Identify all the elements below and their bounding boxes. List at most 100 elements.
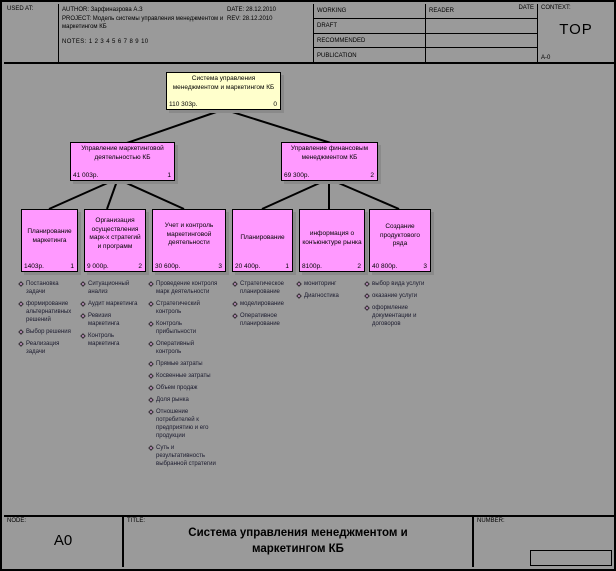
node-cost: 40 800р. [372, 263, 398, 270]
reader-date-label: DATE [518, 5, 534, 11]
status-working[interactable]: WORKING [314, 4, 425, 19]
list-item: Объем продаж [148, 384, 228, 392]
link-marketing-to-organization [106, 180, 118, 210]
reader-column: READER DATE [426, 4, 538, 62]
list-item: Выбор решения [18, 328, 76, 336]
bullets-product-line: выбор вида услуги оказание услуги оформл… [364, 280, 434, 332]
used-at-cell: USED AT: [4, 4, 59, 62]
notes-label: NOTES: [62, 38, 87, 45]
node-cost: 41 003р. [73, 172, 99, 179]
list-item: Прямые затраты [148, 360, 228, 368]
notes-value: 1 2 3 4 5 6 7 8 9 10 [88, 38, 149, 45]
node-number: 1 [70, 263, 74, 270]
author-label: AUTHOR: [62, 7, 89, 13]
link-marketing-to-control [121, 180, 185, 210]
link-root-to-marketing [123, 109, 223, 145]
node-number: 1 [285, 263, 289, 270]
node-cell: NODE: A0 [4, 517, 124, 567]
status-working-label: WORKING [317, 8, 347, 15]
node-cost: 9 000р. [87, 263, 109, 270]
list-item: оказание услуги [364, 292, 434, 300]
date-label: DATE: [227, 7, 245, 13]
context-code: A-0 [541, 55, 551, 61]
status-publication[interactable]: PUBLICATION [314, 48, 425, 62]
context-label: CONTEXT: [541, 5, 571, 11]
connector-lines [48, 109, 400, 210]
number-label: NUMBER: [477, 518, 505, 524]
node-finance-planning[interactable]: Планирование 20 400р. 1 [232, 209, 293, 272]
status-column: WORKING DRAFT RECOMMENDED PUBLICATION [314, 4, 426, 62]
list-item: Аудит маркетинга [80, 300, 144, 308]
status-recommended-label: RECOMMENDED [317, 37, 366, 44]
context-cell: CONTEXT: TOP A-0 [538, 4, 614, 62]
project-row: PROJECT: Модель системы управления менед… [62, 15, 310, 24]
list-item: Диагностика [296, 292, 358, 300]
link-marketing-to-planning [48, 180, 113, 210]
reader-row-4[interactable] [426, 48, 537, 62]
reader-row-3[interactable] [426, 34, 537, 49]
author-value: Зарфиназрова А.З [90, 7, 143, 13]
title-label: TITLE: [127, 518, 146, 524]
status-draft[interactable]: DRAFT [314, 19, 425, 34]
reader-row-2[interactable] [426, 19, 537, 34]
node-number: 0 [273, 101, 277, 108]
node-number: 2 [138, 263, 142, 270]
node-number: 3 [218, 263, 222, 270]
bullets-market-info: мониторинг Диагностика [296, 280, 358, 304]
link-finance-to-planning [261, 180, 325, 210]
list-item: Косвенные затраты [148, 372, 228, 380]
reader-header-row: READER DATE [426, 4, 537, 19]
link-finance-to-product [333, 180, 400, 210]
date-value: 28.12.2010 [245, 7, 276, 13]
title-cell: TITLE: Система управления менеджментом и… [124, 517, 474, 567]
project-label: PROJECT: [62, 15, 92, 22]
link-root-to-finance [225, 109, 335, 145]
number-box[interactable] [530, 550, 612, 566]
node-cost: 69 300р. [284, 172, 310, 179]
node-cost: 20 400р. [235, 263, 261, 270]
node-value: A0 [53, 532, 73, 549]
status-recommended[interactable]: RECOMMENDED [314, 34, 425, 49]
notes-row: NOTES: 1 2 3 4 5 6 7 8 9 10 [62, 38, 310, 47]
node-cost: 30 600р. [155, 263, 181, 270]
rev-row: REV: 28.12.2010 [227, 15, 311, 24]
context-value: TOP [559, 21, 593, 38]
node-label: NODE: [7, 518, 27, 524]
author-row: AUTHOR: Зарфиназрова А.З [62, 6, 310, 15]
list-item: выбор вида услуги [364, 280, 434, 288]
list-item: мониторинг [296, 280, 358, 288]
rev-label: REV: [227, 15, 241, 22]
status-draft-label: DRAFT [317, 23, 337, 30]
rev-value: 28.12.2010 [242, 15, 273, 22]
reader-label: READER [429, 8, 455, 15]
status-publication-label: PUBLICATION [317, 52, 357, 59]
